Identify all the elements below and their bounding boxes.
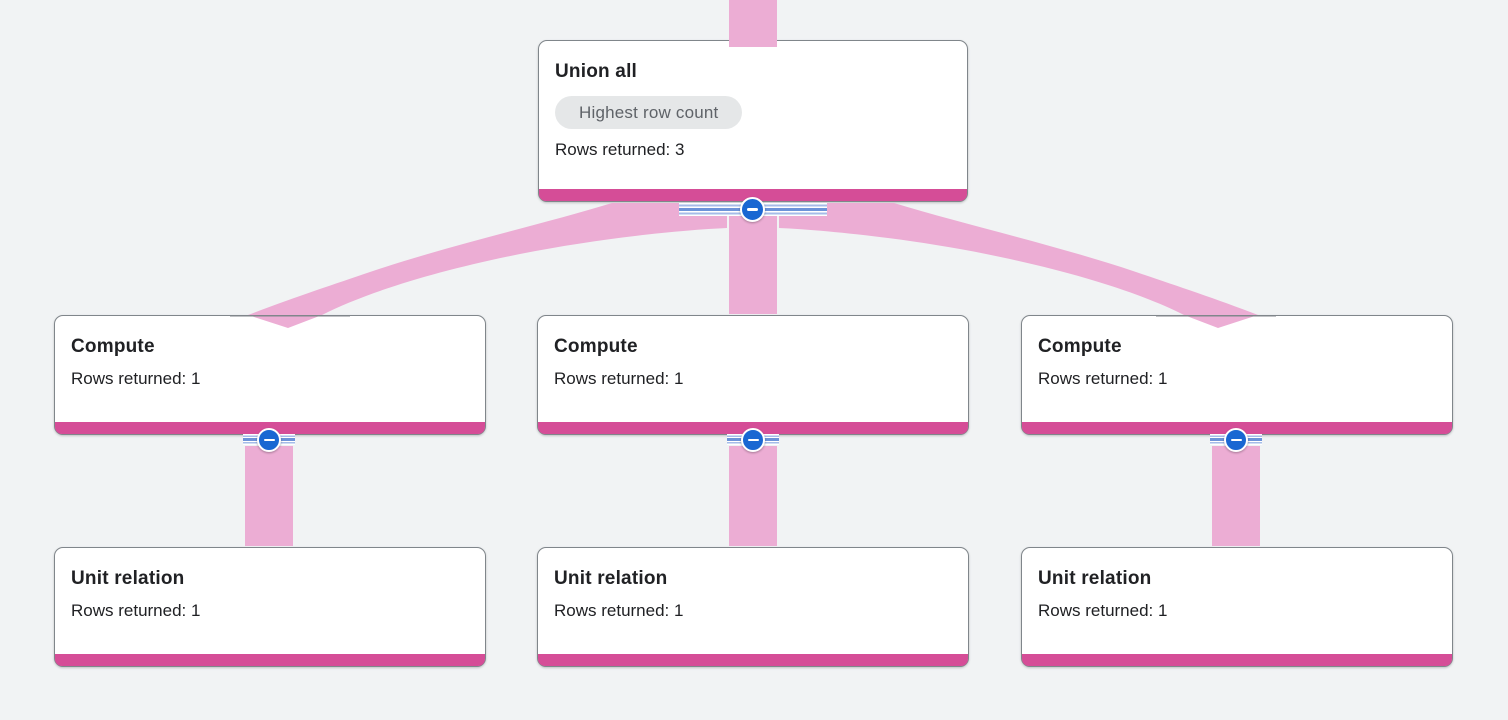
- node-title: Unit relation: [1038, 568, 1152, 589]
- highest-row-count-badge: Highest row count: [555, 96, 743, 129]
- node-title: Unit relation: [71, 568, 185, 589]
- rows-returned-label: Rows returned: 1: [1038, 601, 1168, 620]
- node-union-all[interactable]: Union all Highest row count Rows returne…: [538, 40, 968, 202]
- node-accent-bar: [538, 654, 968, 666]
- edge-union-to-compute-1: [248, 203, 727, 328]
- rows-returned-label: Rows returned: 1: [71, 369, 201, 388]
- rows-returned-label: Rows returned: 1: [554, 601, 684, 620]
- minus-icon: [747, 208, 758, 211]
- minus-icon: [747, 438, 759, 442]
- node-unit-relation-1[interactable]: Unit relation Rows returned: 1: [54, 547, 486, 667]
- node-title: Compute: [554, 336, 638, 357]
- node-title: Unit relation: [554, 568, 668, 589]
- collapse-button-union-all[interactable]: [740, 197, 765, 222]
- minus-icon: [263, 438, 275, 442]
- node-title: Compute: [71, 336, 155, 357]
- node-title: Compute: [1038, 336, 1122, 357]
- node-compute-2[interactable]: Compute Rows returned: 1: [537, 315, 969, 435]
- node-title: Union all: [555, 61, 638, 82]
- node-accent-bar: [55, 654, 485, 666]
- node-unit-relation-2[interactable]: Unit relation Rows returned: 1: [537, 547, 969, 667]
- collapse-button-compute-1[interactable]: [257, 428, 281, 452]
- collapse-button-compute-3[interactable]: [1224, 428, 1248, 452]
- edge-compute-2-to-unit-2: [729, 446, 777, 546]
- node-compute-3[interactable]: Compute Rows returned: 1: [1021, 315, 1453, 435]
- rows-returned-label: Rows returned: 1: [1038, 369, 1168, 388]
- edge-compute-3-to-unit-3: [1212, 446, 1260, 546]
- badge-row: Highest row count: [555, 96, 951, 129]
- rows-returned-label: Rows returned: 1: [71, 601, 201, 620]
- edge-union-to-compute-3: [779, 203, 1258, 328]
- rows-returned-label: Rows returned: 1: [554, 369, 684, 388]
- collapse-button-compute-2[interactable]: [741, 428, 765, 452]
- rows-returned-label: Rows returned: 3: [555, 140, 685, 159]
- edge-compute-1-to-unit-1: [245, 446, 293, 546]
- node-accent-bar: [539, 189, 967, 201]
- node-unit-relation-3[interactable]: Unit relation Rows returned: 1: [1021, 547, 1453, 667]
- node-accent-bar: [1022, 654, 1452, 666]
- node-compute-1[interactable]: Compute Rows returned: 1: [54, 315, 486, 435]
- minus-icon: [1230, 438, 1242, 442]
